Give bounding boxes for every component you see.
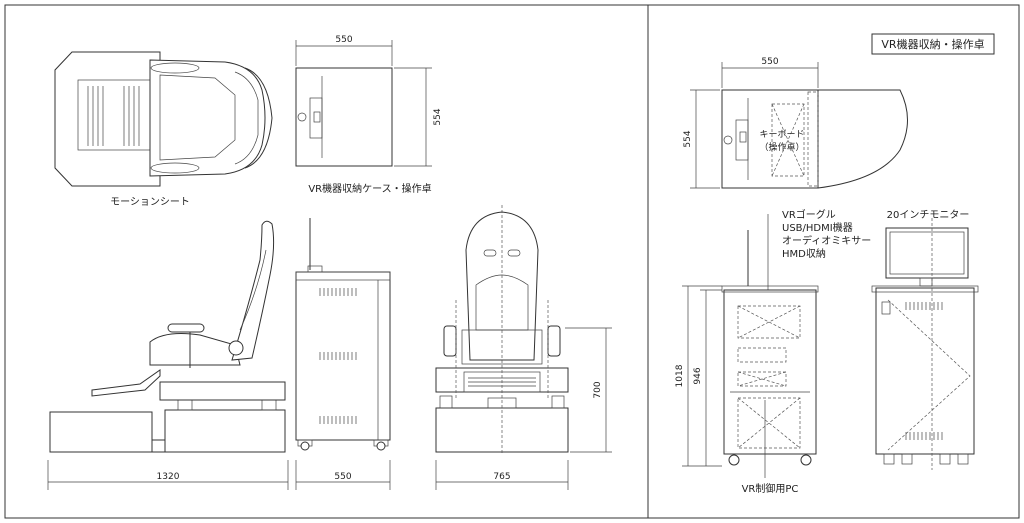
vr-case-label: VR機器収納ケース・操作卓 (308, 182, 431, 195)
console-top-view (690, 62, 908, 189)
dim-seat-side-width: 1320 (157, 472, 180, 482)
goggle-label-3: オーディオミキサー (782, 234, 871, 247)
dim-case-top-depth: 554 (433, 108, 443, 125)
monitor-side-view (871, 218, 979, 470)
pc-label: VR制御用PC (742, 482, 799, 495)
goggle-label-2: USB/HDMI機器 (782, 221, 853, 234)
vr-case-top-view (295, 40, 432, 167)
dim-case-top-width: 550 (335, 35, 352, 45)
seat-side-view (49, 220, 286, 453)
dim-case-side-width: 550 (334, 472, 351, 482)
dim-seat-front-width: 765 (493, 472, 510, 482)
dim-body-height: 946 (693, 367, 703, 384)
title-box: VR機器収納・操作卓 (871, 33, 995, 55)
dim-seat-height: 700 (593, 381, 603, 398)
dim-total-height: 1018 (675, 364, 685, 387)
case-side-view (295, 218, 391, 451)
vent-grille-group (319, 288, 357, 424)
dim-right-top-width: 550 (761, 57, 778, 67)
monitor-label: 20インチモニター (887, 209, 970, 221)
seat-front-view (435, 205, 569, 455)
dim-seat-height-lines (565, 327, 612, 453)
goggle-label-4: HMD収納 (782, 247, 826, 260)
motion-seat-label: モーションシート (110, 197, 190, 208)
dim-right-top-depth: 554 (683, 130, 693, 147)
dim-bottom-lines (47, 460, 569, 490)
outer-frame (4, 4, 1020, 519)
dim-right-height-lines (682, 285, 722, 467)
console-front-view (721, 230, 819, 478)
motion-seat-top-view (54, 51, 273, 187)
goggle-label-1: VRゴーグル (782, 208, 836, 221)
title-text: VR機器収納・操作卓 (881, 37, 984, 51)
keyboard-label-2: （操作卓） (759, 141, 804, 153)
keyboard-label-1: キーボード (759, 129, 804, 140)
